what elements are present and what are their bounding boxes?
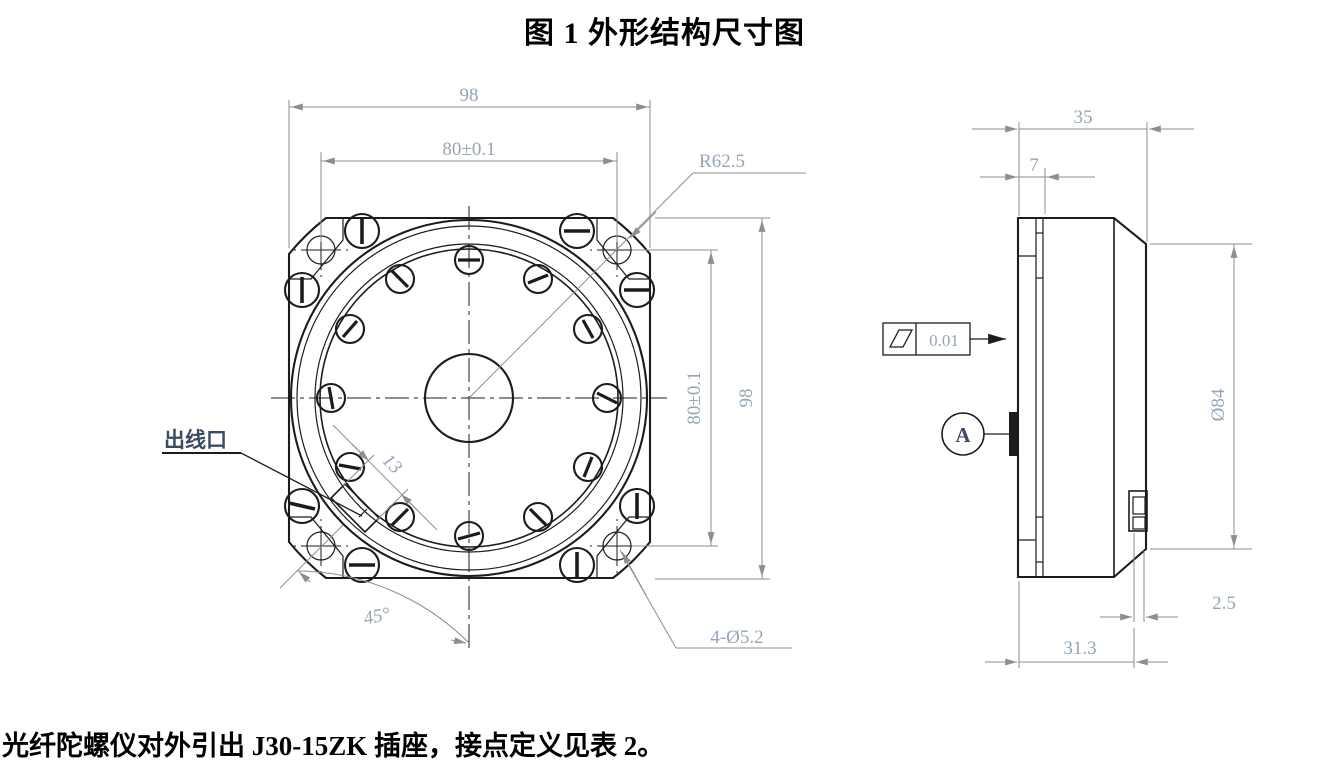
dim-45deg: 45° (362, 604, 393, 630)
corner-pad-outline (596, 516, 650, 578)
corner-pad-outline (289, 218, 344, 280)
front-view (271, 206, 667, 650)
side-outline (1016, 216, 1148, 579)
dim-dia84: Ø84 (1208, 388, 1229, 421)
inner-screws (315, 244, 623, 552)
side-view: 0.01 A (882, 216, 1148, 579)
datum-a: A (941, 412, 1017, 456)
dim-35: 35 (1074, 107, 1093, 128)
dim-corner-holes: 4-Ø5.2 (710, 627, 763, 648)
datum-label: A (955, 423, 971, 447)
figure-title: 图 1 外形结构尺寸图 (524, 17, 805, 50)
flatness-value: 0.01 (929, 331, 959, 350)
outer-screws (283, 212, 656, 584)
outlet-label: 出线口 (164, 428, 227, 452)
connector-note: 光纤陀螺仪对外引出 J30-15ZK 插座，接点定义见表 2。 (2, 731, 665, 761)
datum-target (1009, 412, 1017, 456)
dim-80-top: 80±0.1 (442, 139, 495, 160)
dim-r62-5: R62.5 (699, 151, 745, 172)
dim-80-right: 80±0.1 (684, 371, 705, 424)
dim-98-right: 98 (736, 389, 757, 408)
side-view-dimensions: 35 7 Ø84 2.5 31.3 (972, 107, 1252, 668)
flatness-icon (888, 329, 914, 348)
dim-98-top: 98 (460, 85, 479, 106)
front-view-dimensions: 98 80±0.1 R62.5 80±0.1 (162, 85, 806, 649)
cable-outlet (329, 482, 381, 534)
connector (1128, 490, 1148, 532)
dim-31-3: 31.3 (1063, 638, 1096, 659)
corner-pad-outline (289, 516, 344, 578)
plate-outline (287, 216, 652, 580)
flatness-frame: 0.01 (882, 322, 1006, 356)
dim-7: 7 (1029, 155, 1039, 176)
dim-2-5: 2.5 (1212, 593, 1236, 614)
corner-pad-outline (596, 218, 650, 280)
